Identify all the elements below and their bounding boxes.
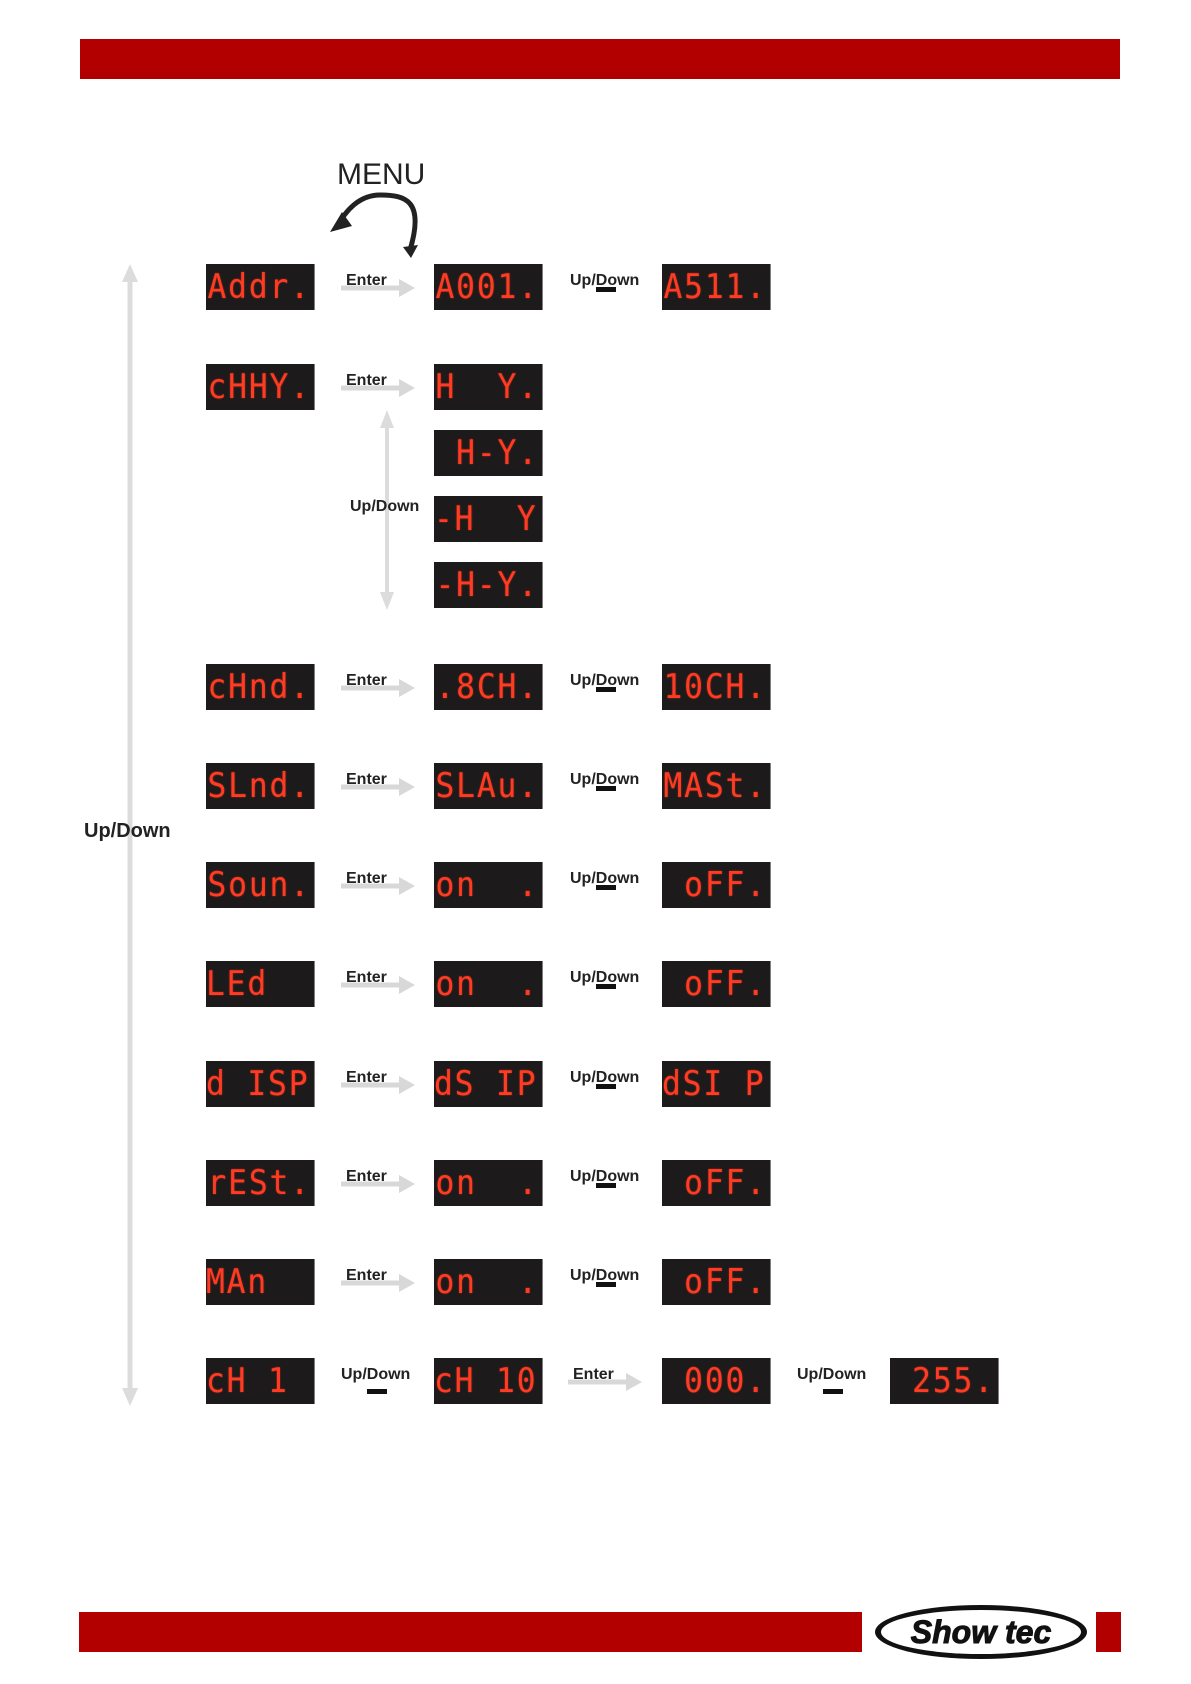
enter-label: Enter	[346, 771, 387, 788]
display-9-option: cH 10.	[434, 1358, 543, 1404]
footer-bar	[79, 1612, 862, 1652]
svg-text:Show tec: Show tec	[911, 1614, 1052, 1650]
enter-label: Enter	[573, 1366, 614, 1383]
updown-separator	[367, 1389, 387, 1394]
updown-separator	[596, 885, 616, 890]
side-updown-label: Up/Down	[84, 820, 171, 842]
updown-label: Up/Down	[350, 498, 420, 515]
enter-arrowhead	[399, 1274, 415, 1292]
display-8-main: MAn .	[206, 1259, 315, 1305]
display-9-min: 000.	[662, 1358, 771, 1404]
display-8-option-a: on .	[434, 1259, 543, 1305]
display-6-option-b: dSI P.	[662, 1061, 771, 1107]
display-0-option-b: A511.	[662, 264, 771, 310]
enter-arrowhead	[399, 279, 415, 297]
display-1-option-1: H-Y.	[434, 430, 543, 476]
display-3-main: SLnd.	[206, 763, 315, 809]
updown-separator	[596, 1084, 616, 1089]
enter-arrowhead	[399, 1175, 415, 1193]
enter-label: Enter	[346, 870, 387, 887]
updown-label: Up/Down	[570, 1069, 640, 1086]
display-8-option-b: oFF.	[662, 1259, 771, 1305]
display-4-main: Soun.	[206, 862, 315, 908]
updown-separator	[596, 984, 616, 989]
enter-label: Enter	[346, 272, 387, 289]
updown-label: Up/Down	[570, 272, 640, 289]
display-0-option-a: A001.	[434, 264, 543, 310]
updown-label: Up/Down	[797, 1366, 867, 1383]
updown-separator	[823, 1389, 843, 1394]
showtec-logo: Show tec	[872, 1602, 1090, 1662]
updown-label: Up/Down	[570, 771, 640, 788]
updown-separator	[596, 786, 616, 791]
display-6-option-a: dS IP.	[434, 1061, 543, 1107]
display-5-main: LEd .	[206, 961, 315, 1007]
menu-label: MENU	[337, 158, 426, 191]
display-9-main: cH 1 .	[206, 1358, 315, 1404]
updown-label: Up/Down	[570, 672, 640, 689]
display-3-option-b: MASt.	[662, 763, 771, 809]
enter-arrowhead	[626, 1373, 642, 1391]
display-5-option-a: on .	[434, 961, 543, 1007]
display-2-option-b: 10CH.	[662, 664, 771, 710]
enter-label: Enter	[346, 1168, 387, 1185]
updown-label: Up/Down	[570, 1168, 640, 1185]
updown-label: Up/Down	[341, 1366, 411, 1383]
enter-arrowhead	[399, 379, 415, 397]
display-4-option-a: on .	[434, 862, 543, 908]
enter-label: Enter	[346, 1267, 387, 1284]
updown-label: Up/Down	[570, 1267, 640, 1284]
display-9-max: 255.	[890, 1358, 999, 1404]
enter-arrowhead	[399, 976, 415, 994]
display-7-main: rESt.	[206, 1160, 315, 1206]
updown-separator	[596, 1183, 616, 1188]
updown-separator	[596, 687, 616, 692]
display-1-option-3: -H-Y.	[434, 562, 543, 608]
enter-label: Enter	[346, 372, 387, 389]
display-6-main: d ISP.	[206, 1061, 315, 1107]
display-3-option-a: SLAu.	[434, 763, 543, 809]
enter-arrowhead	[399, 778, 415, 796]
updown-label: Up/Down	[570, 870, 640, 887]
display-2-option-a: .8CH.	[434, 664, 543, 710]
footer-bar-end	[1096, 1612, 1121, 1652]
display-4-option-b: oFF.	[662, 862, 771, 908]
display-5-option-b: oFF.	[662, 961, 771, 1007]
display-1-option-2: -H Y.	[434, 496, 543, 542]
display-7-option-b: oFF.	[662, 1160, 771, 1206]
header-bar	[80, 39, 1120, 79]
enter-arrowhead	[399, 877, 415, 895]
updown-separator	[596, 287, 616, 292]
enter-label: Enter	[346, 1069, 387, 1086]
enter-label: Enter	[346, 672, 387, 689]
display-7-option-a: on .	[434, 1160, 543, 1206]
display-1-main: cHHY.	[206, 364, 315, 410]
enter-arrowhead	[399, 679, 415, 697]
enter-label: Enter	[346, 969, 387, 986]
updown-label: Up/Down	[570, 969, 640, 986]
updown-separator	[596, 1282, 616, 1287]
display-1-option-0: H Y.	[434, 364, 543, 410]
enter-arrowhead	[399, 1076, 415, 1094]
display-2-main: cHnd.	[206, 664, 315, 710]
display-0-main: Addr.	[206, 264, 315, 310]
